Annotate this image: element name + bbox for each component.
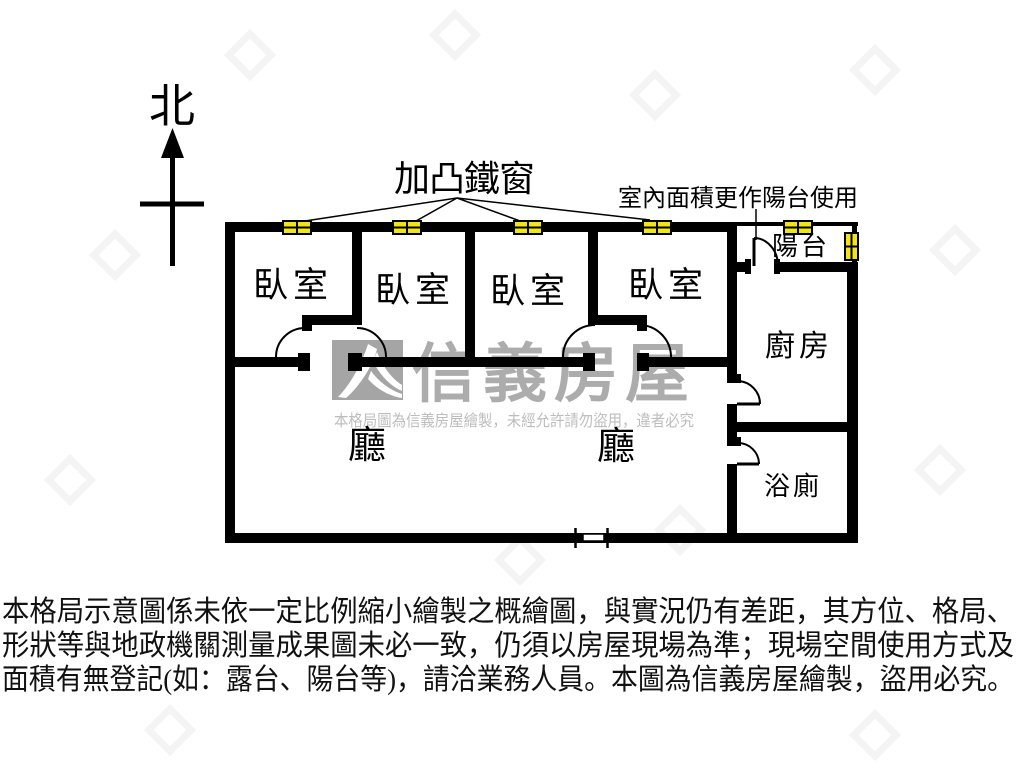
north-compass: 北 (140, 81, 204, 266)
wall-top (225, 222, 737, 232)
mid-wall-jamb1 (298, 353, 310, 371)
bedroom4-door-arc (638, 324, 672, 358)
balcony-wall-bottom-left (737, 262, 747, 272)
balcony-door-arc (753, 237, 779, 267)
lwall-right-stub (637, 315, 647, 331)
kitchen-door-arc (737, 380, 762, 405)
window-2 (392, 220, 422, 235)
window-4 (642, 220, 672, 235)
kitchen-door-jamb (727, 374, 741, 383)
watermark-notice: 本格局圖為信義房屋繪製，未經允許請勿盜用，違者必究 (334, 411, 694, 430)
divider-bed2-bed3 (465, 222, 475, 367)
kitchen-left-wall-mid (727, 404, 737, 445)
living-left-label: 廳 (348, 425, 386, 467)
bathroom-door-arc (737, 442, 760, 465)
sinyi-watermark: 信義房屋 本格局圖為信義房屋繪製，未經允許請勿盜用，違者必究 (332, 339, 696, 430)
doors (275, 237, 779, 548)
mid-wall-jamb2 (348, 353, 362, 371)
bedroom1-door-arc (275, 327, 306, 358)
watermark-brand: 信義房屋 (412, 339, 696, 410)
balcony-label: 陽台 (772, 232, 830, 261)
leader-window1 (304, 197, 458, 222)
balcony-note-label: 室內面積更作陽台使用 (618, 185, 858, 212)
disclaimer-line2: 形狀等與地政機關測量成果圖未必一致，仍須以房屋現場為準；現場空間使用方式及 (2, 629, 1014, 662)
entrance-door-leaf (582, 533, 605, 542)
leader-window3 (456, 197, 521, 222)
lwall-left-stub (302, 315, 312, 331)
disclaimer: 本格局示意圖係未依一定比例縮小繪製之概繪圖，與實況仍有差距，其方位、格局、 形狀… (2, 595, 1014, 696)
window-note-label: 加凸鐵窗 (394, 159, 534, 199)
living-right-label: 廳 (597, 426, 635, 468)
sinyi-logo-swoosh2-icon (368, 371, 402, 398)
bedroom2-label: 臥室 (375, 271, 455, 310)
leader-window4 (456, 197, 651, 221)
mid-wall-seg3 (649, 357, 727, 367)
bedroom1-label: 臥室 (253, 266, 333, 305)
kitchen-bath-divider (737, 422, 847, 432)
disclaimer-line3: 面積有無登記(如：露台、陽台等)，請洽業務人員。本圖為信義房屋繪製，盜用必究。 (2, 663, 1014, 696)
wall-bottom (225, 533, 858, 543)
walls (225, 222, 858, 543)
disclaimer-line1: 本格局示意圖係未依一定比例縮小繪製之概繪圖，與實況仍有差距，其方位、格局、 (2, 595, 1014, 628)
window-3 (513, 220, 543, 235)
divider-bed1-bed2 (352, 222, 362, 315)
window-1 (282, 220, 312, 235)
leader-window2 (415, 197, 458, 222)
bathroom-label: 浴廁 (764, 472, 822, 501)
balcony-door-jamb-right (774, 259, 780, 274)
windows (282, 220, 859, 261)
bedroom3-door-arc (562, 324, 596, 358)
lwall-right-pair (588, 315, 647, 325)
balcony-door-jamb-left (745, 259, 751, 274)
window-balcony-top (783, 220, 813, 235)
bedroom2-door-arc (356, 327, 387, 358)
mid-wall-seg2 (362, 357, 583, 367)
mid-wall-jamb3 (583, 353, 595, 371)
window-balcony-right (844, 232, 859, 261)
mid-wall-jamb4 (637, 353, 649, 371)
kitchen-label: 廚房 (765, 330, 833, 363)
room-labels: 臥室 臥室 臥室 臥室 陽台 廚房 廳 廳 浴廁 (253, 232, 833, 501)
bedroom4-label: 臥室 (628, 266, 708, 305)
north-label: 北 (149, 81, 195, 132)
divider-bed3-bed4 (588, 222, 598, 315)
bedroom3-label: 臥室 (490, 272, 570, 311)
mid-wall-seg1 (235, 357, 298, 367)
wall-right (847, 262, 858, 543)
bath-door-jamb (727, 437, 741, 446)
leader-lines (304, 197, 757, 240)
kitchen-left-wall-upper (727, 222, 737, 382)
lwall-left-pair (302, 315, 362, 325)
bath-left-wall-lower (727, 464, 737, 543)
balcony-wall-bottom-right (779, 262, 858, 272)
north-arrow-icon (161, 128, 184, 158)
wall-left (225, 222, 235, 543)
